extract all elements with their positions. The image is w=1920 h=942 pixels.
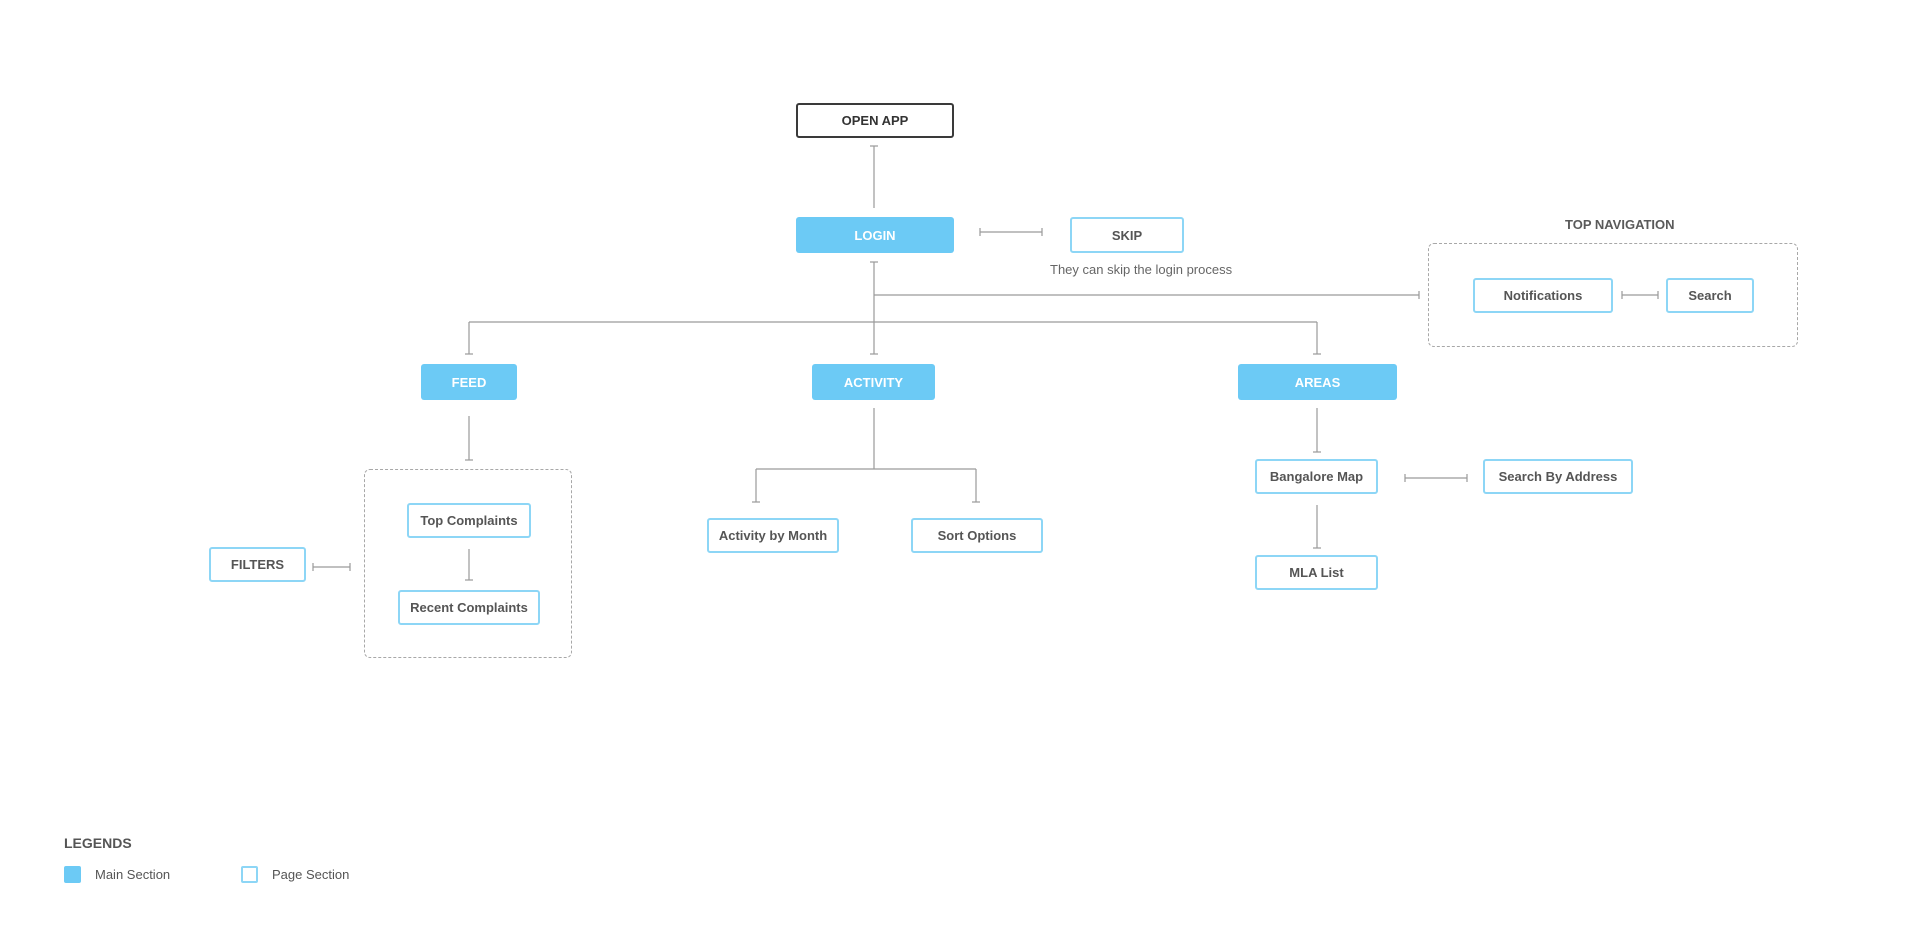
legend-title: LEGENDS: [64, 835, 132, 851]
open-app-node[interactable]: OPEN APP: [796, 103, 954, 138]
feed-node[interactable]: FEED: [421, 364, 517, 400]
search-node[interactable]: Search: [1666, 278, 1754, 313]
skip-node[interactable]: SKIP: [1070, 217, 1184, 253]
top-navigation-group: [1428, 243, 1798, 347]
activity-by-month-node[interactable]: Activity by Month: [707, 518, 839, 553]
legend-main-label: Main Section: [95, 867, 171, 882]
complaints-group: [364, 469, 572, 658]
bangalore-map-node[interactable]: Bangalore Map: [1255, 459, 1378, 494]
filters-node[interactable]: FILTERS: [209, 547, 306, 582]
recent-complaints-node[interactable]: Recent Complaints: [398, 590, 540, 625]
notifications-node[interactable]: Notifications: [1473, 278, 1613, 313]
search-by-address-node[interactable]: Search By Address: [1483, 459, 1633, 494]
mla-list-node[interactable]: MLA List: [1255, 555, 1378, 590]
sort-options-node[interactable]: Sort Options: [911, 518, 1043, 553]
top-complaints-node[interactable]: Top Complaints: [407, 503, 531, 538]
activity-node[interactable]: ACTIVITY: [812, 364, 935, 400]
areas-node[interactable]: AREAS: [1238, 364, 1397, 400]
login-node[interactable]: LOGIN: [796, 217, 954, 253]
top-navigation-heading: TOP NAVIGATION: [1565, 217, 1675, 232]
legend-page-swatch: [241, 866, 258, 883]
legend-page-label: Page Section: [272, 867, 350, 882]
skip-note: They can skip the login process: [1050, 262, 1233, 277]
legend-main-swatch: [64, 866, 81, 883]
